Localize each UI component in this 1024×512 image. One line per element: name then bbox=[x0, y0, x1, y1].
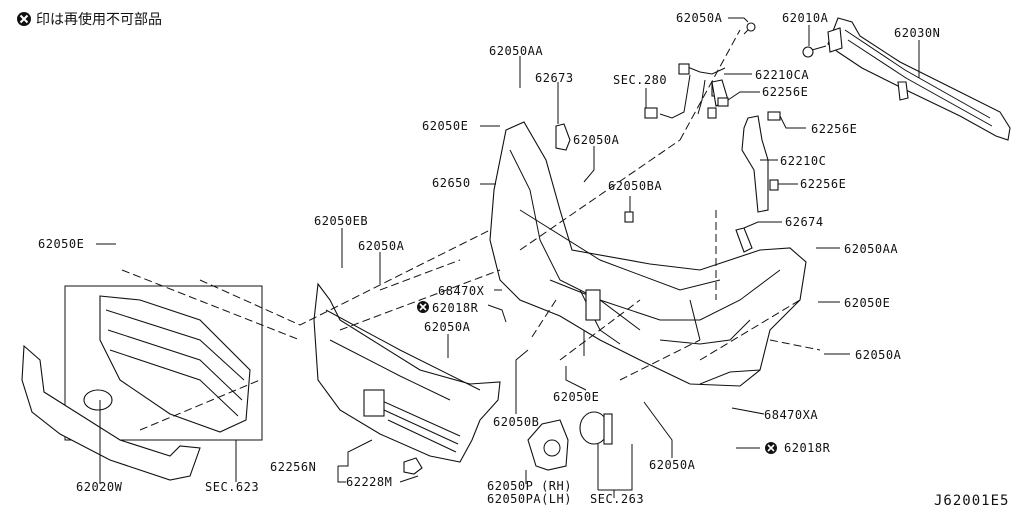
part-label: 62020W bbox=[76, 480, 123, 494]
bracket-62674 bbox=[735, 227, 753, 253]
part-label: SEC.623 bbox=[205, 480, 259, 494]
part-label: 68470XA bbox=[764, 408, 818, 422]
part-label: SEC.263 bbox=[590, 492, 644, 506]
part-label: 62050EB bbox=[314, 214, 368, 228]
part-label: 62674 bbox=[785, 215, 824, 229]
part-label: 62030N bbox=[894, 26, 940, 40]
legend-text: 印は再使用不可部品 bbox=[36, 11, 162, 28]
part-label: 62018R bbox=[784, 441, 831, 455]
part-label: SEC.280 bbox=[613, 73, 667, 87]
part-labels: 62050A 62010A 62030N 62050AA 62673 SEC.2… bbox=[38, 11, 940, 506]
part-label: 62050AA bbox=[844, 242, 898, 256]
non-reusable-x-icon bbox=[765, 442, 777, 454]
part-label: 62050A bbox=[358, 239, 405, 253]
upper-support-bar bbox=[827, 17, 1011, 141]
part-label: 62228M bbox=[346, 475, 392, 489]
part-label: 62050E bbox=[844, 296, 890, 310]
part-label: 62050A bbox=[676, 11, 723, 25]
part-label: 62050E bbox=[38, 237, 84, 251]
part-label: 62256N bbox=[270, 460, 316, 474]
assembly-lines bbox=[121, 29, 821, 431]
part-label: 62256E bbox=[762, 85, 808, 99]
bolt-62050A-top bbox=[743, 22, 756, 35]
part-label: 62210C bbox=[780, 154, 826, 168]
part-label: 62210CA bbox=[755, 68, 809, 82]
part-label: 62673 bbox=[535, 71, 574, 85]
nut-62050BA bbox=[624, 211, 634, 223]
part-label: 62050PA(LH) bbox=[487, 492, 572, 506]
drawing-code: J62001E5 bbox=[934, 493, 1009, 509]
bracket-62673 bbox=[555, 123, 571, 151]
part-label: 62050AA bbox=[489, 44, 543, 58]
cover-62228M bbox=[403, 457, 423, 475]
part-label: 68470X bbox=[438, 284, 485, 298]
part-label: 62650 bbox=[432, 176, 471, 190]
non-reusable-x-icon bbox=[417, 301, 429, 313]
part-label: 62050E bbox=[553, 390, 599, 404]
lower-grille bbox=[313, 282, 501, 463]
sec623-box bbox=[64, 285, 263, 441]
non-reusable-x-icon bbox=[17, 12, 31, 26]
part-label: 62050E bbox=[422, 119, 468, 133]
bracket-62210C bbox=[741, 111, 781, 213]
fog-lamp-bezel bbox=[527, 411, 613, 471]
clip-62256E bbox=[717, 97, 729, 107]
part-label: 62256E bbox=[811, 122, 857, 136]
leader-lines bbox=[96, 17, 920, 498]
part-label: 62050B bbox=[493, 415, 539, 429]
part-label: 62050A bbox=[573, 133, 620, 147]
grille-molding bbox=[21, 344, 201, 481]
part-label: 62050A bbox=[855, 348, 902, 362]
legend: 印は再使用不可部品 bbox=[17, 11, 162, 28]
part-label: 62256E bbox=[800, 177, 846, 191]
part-label: 62018R bbox=[432, 301, 479, 315]
bolt-62010A bbox=[802, 45, 827, 58]
part-label: 62050BA bbox=[608, 179, 662, 193]
part-label: 62050A bbox=[649, 458, 696, 472]
part-label: 62050P (RH) bbox=[487, 479, 572, 493]
part-label: 62010A bbox=[782, 11, 829, 25]
part-label: 62050A bbox=[424, 320, 471, 334]
